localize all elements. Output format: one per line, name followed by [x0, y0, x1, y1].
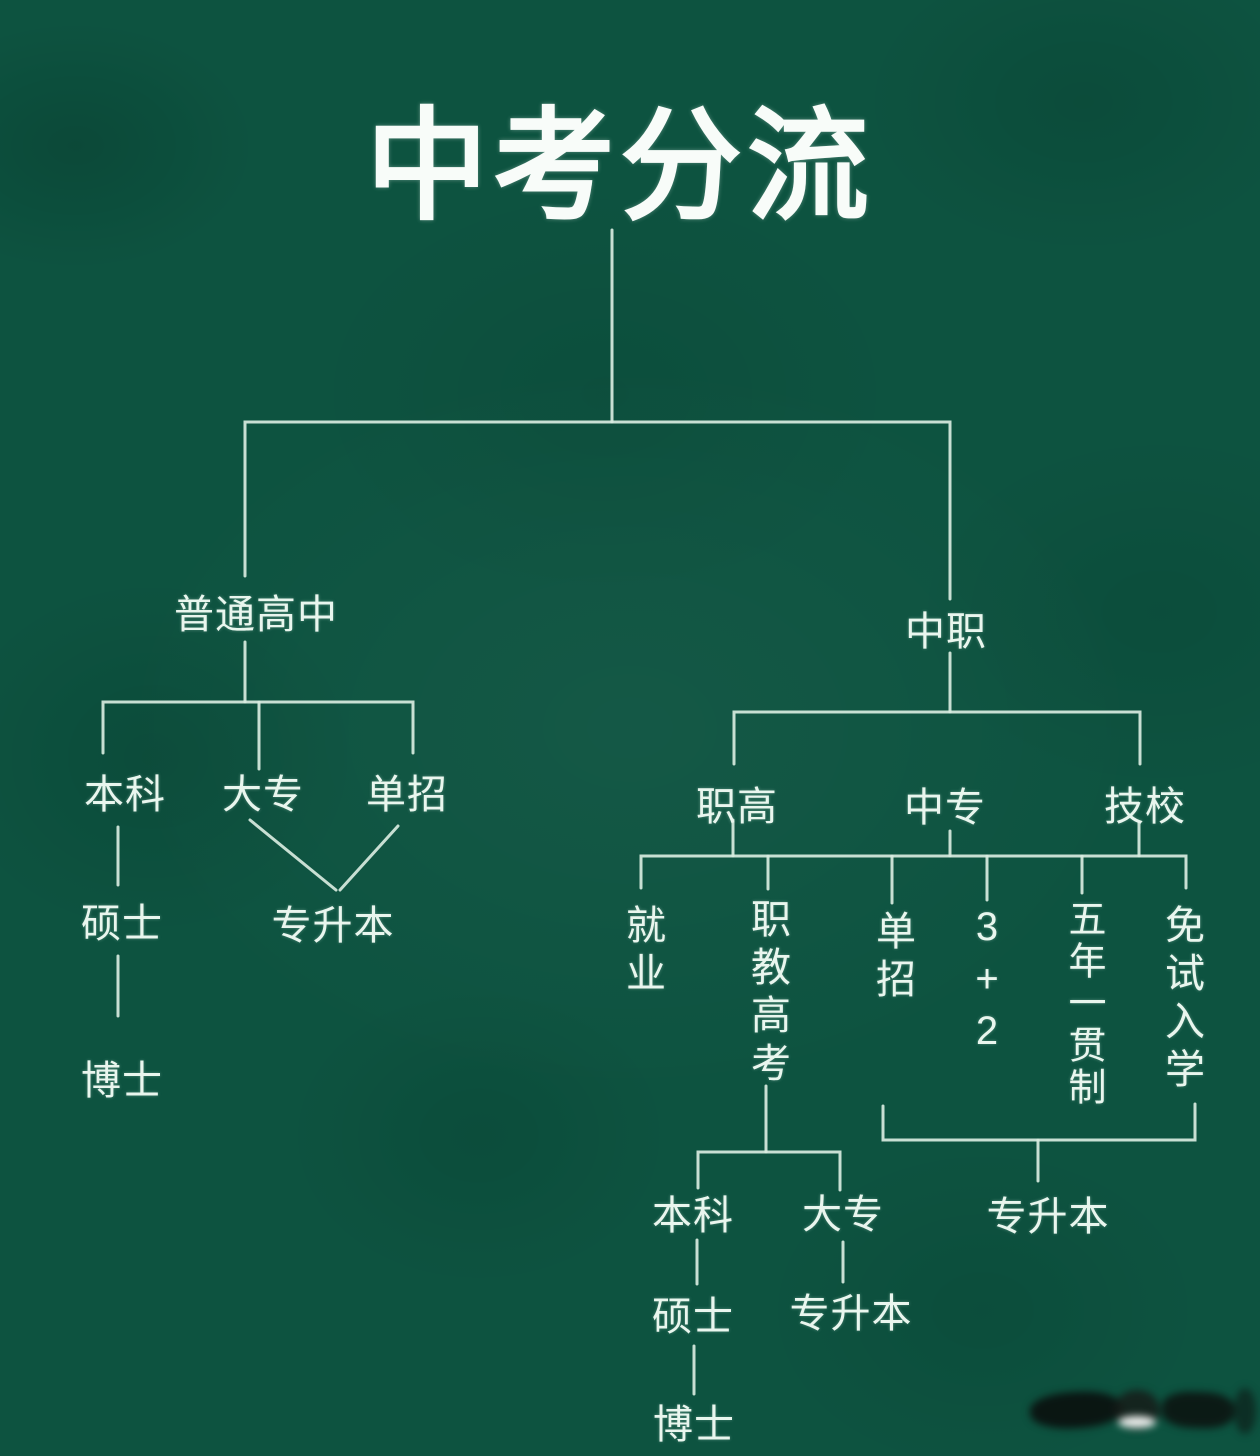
root-edges: [243, 228, 952, 601]
general-track-edges: [101, 640, 415, 1018]
node-boshi-right: 博士: [653, 1403, 735, 1447]
vocational-gaokao-edges: [692, 1084, 845, 1396]
node-shuoshi-right: 硕士: [652, 1295, 734, 1339]
node-benke-left: 本科: [84, 773, 166, 817]
node-putonggaozhong: 普通高中: [174, 593, 338, 637]
watermark-smudge: [1022, 1384, 1260, 1442]
node-danzhao-left: 单招: [366, 773, 448, 817]
page-title: 中考分流: [366, 98, 874, 235]
watermark-blob: [1029, 1389, 1123, 1431]
node-zhigao: 职高: [696, 785, 778, 829]
node-dazhuan-left: 大专: [222, 773, 304, 817]
node-zhuanshengben-mid: 专升本: [789, 1292, 913, 1336]
node-danzhao-right: 单招: [870, 910, 914, 1006]
node-boshi-left: 博士: [81, 1059, 163, 1103]
node-jixiao: 技校: [1104, 785, 1186, 829]
watermark-highlight: [1118, 1416, 1156, 1428]
watermark-blob: [1161, 1390, 1235, 1430]
node-zhijiaogaokao: 职教高考: [745, 898, 789, 1090]
node-jiuye: 就业: [620, 904, 664, 1000]
node-zhuanshengben-right: 专升本: [986, 1195, 1110, 1239]
options-upgrade-bracket: [881, 1102, 1197, 1183]
watermark-blob: [1234, 1388, 1256, 1434]
node-zhuanshengben-left: 专升本: [271, 904, 395, 948]
node-shuoshi-left: 硕士: [81, 902, 163, 946]
node-wunianyiguanzhi: 五年一贯制: [1062, 899, 1104, 1109]
node-mianshiruxue: 免试入学: [1159, 904, 1203, 1096]
node-zhongzhi: 中职: [905, 610, 987, 654]
node-benke-right: 本科: [652, 1194, 734, 1238]
vocational-track-edges: [639, 651, 1188, 905]
node-zhongzhuan: 中专: [904, 786, 986, 830]
node-three-plus-two: 3+2: [965, 905, 1009, 1061]
node-dazhuan-right: 大专: [802, 1193, 884, 1237]
